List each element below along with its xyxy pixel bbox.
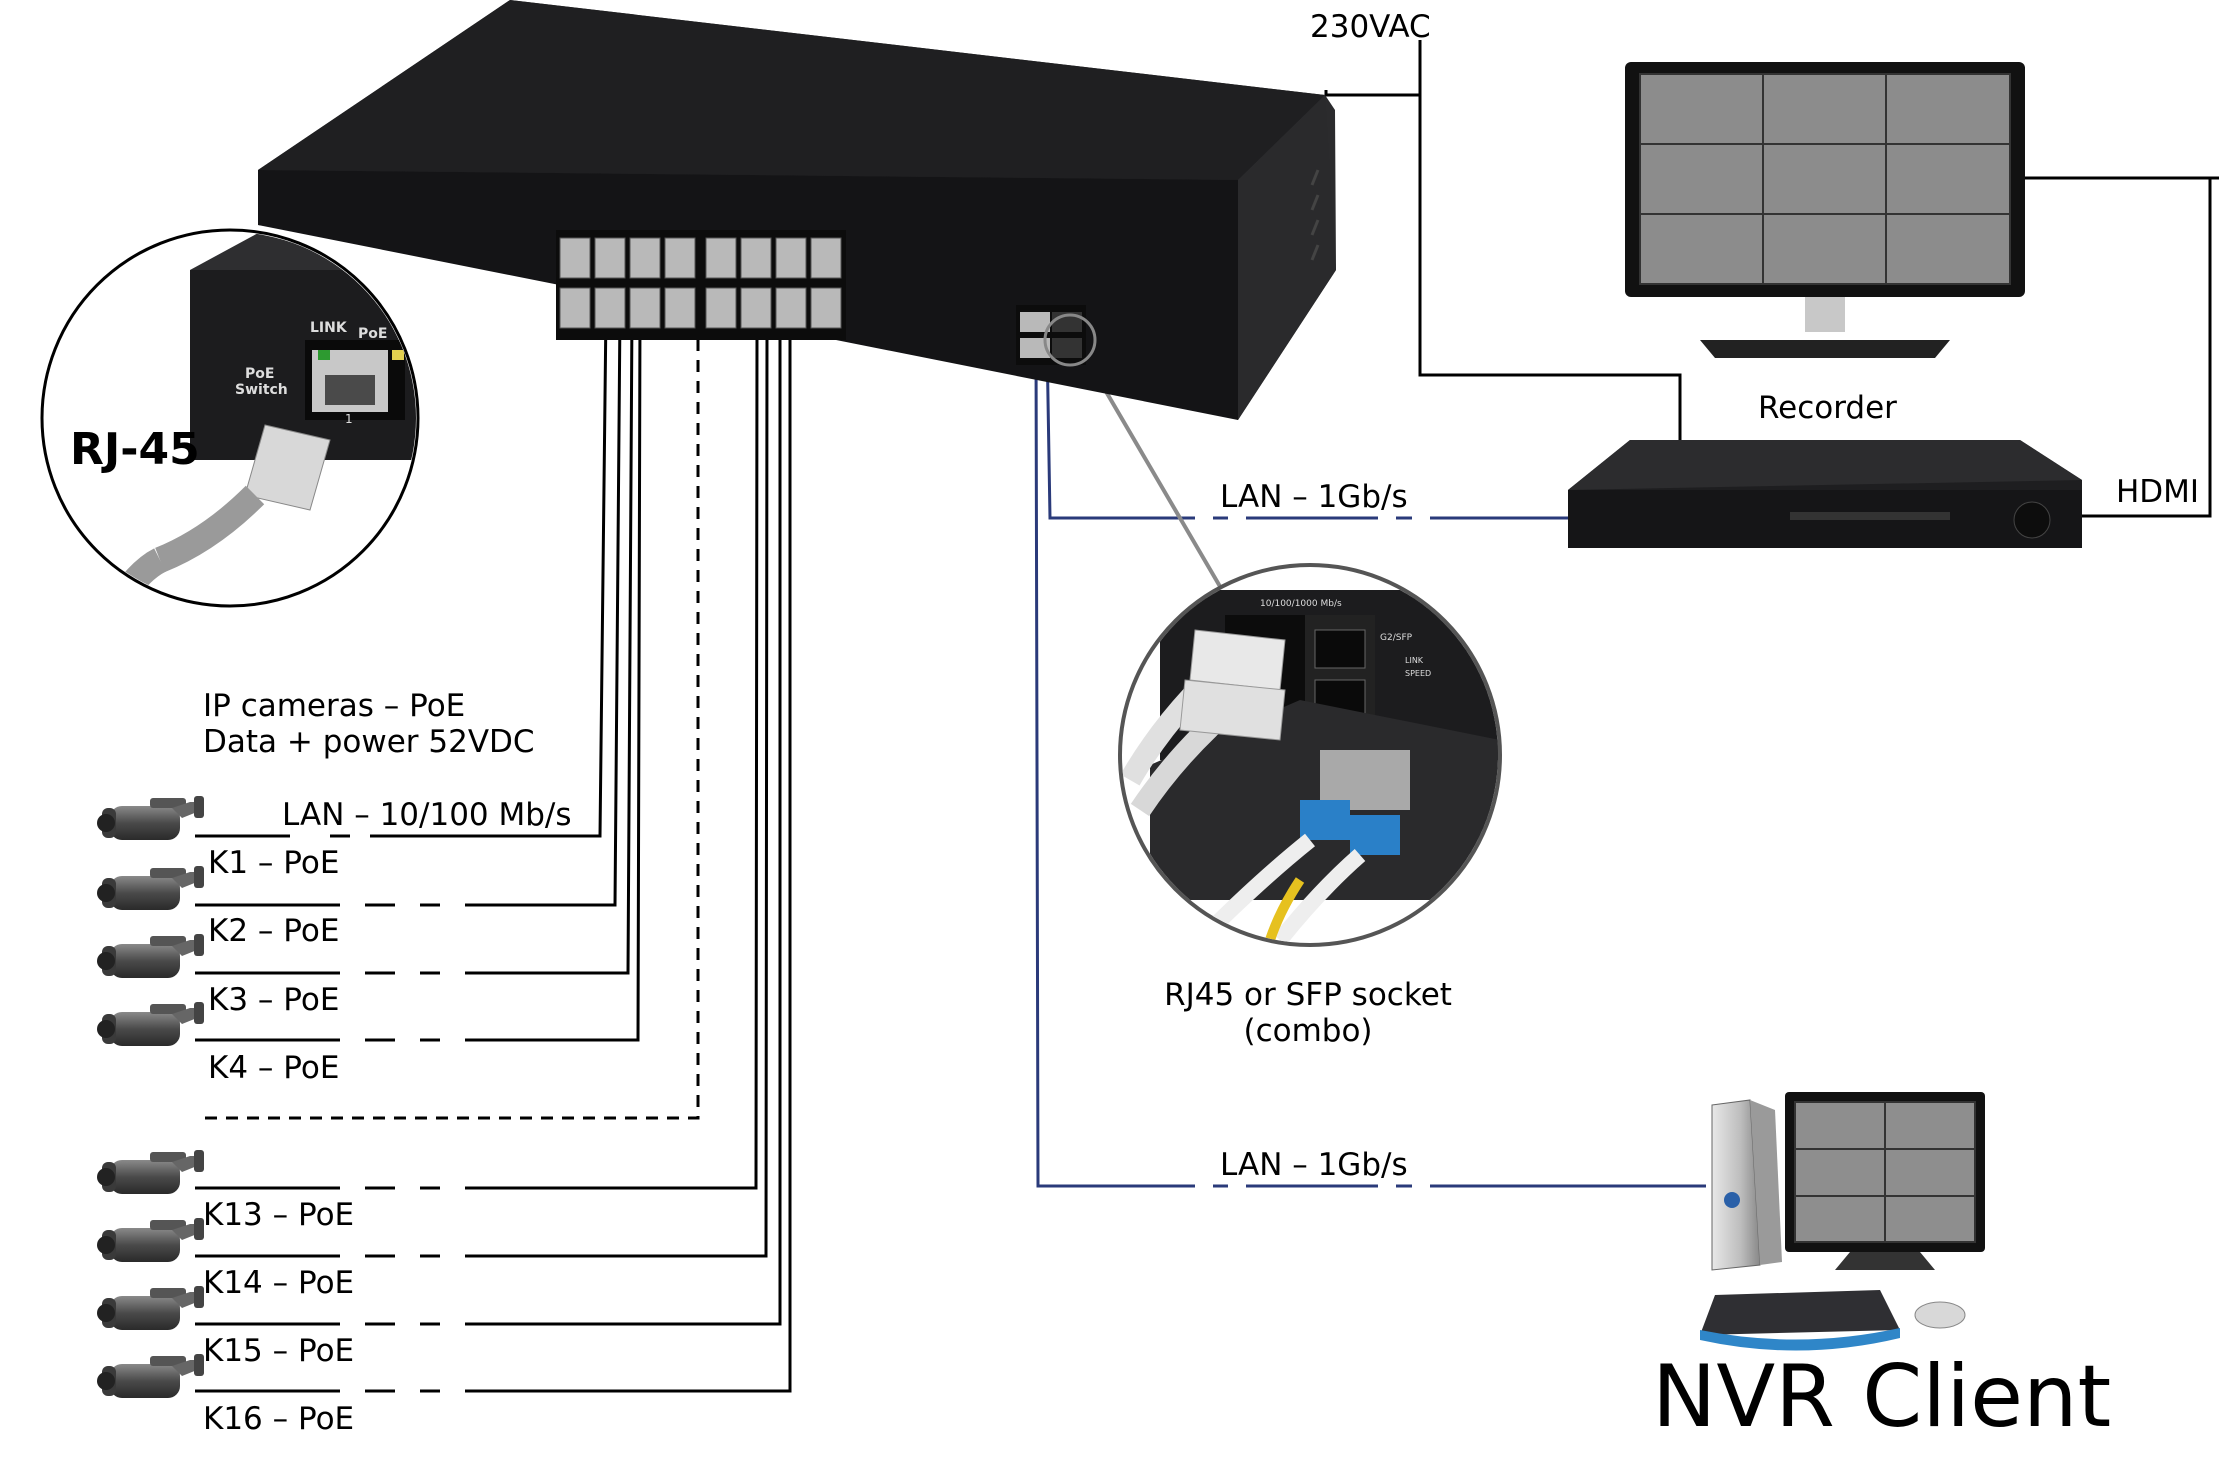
monitor — [1625, 62, 2025, 358]
nvr-client-label: NVR Client — [1652, 1347, 2112, 1447]
rj45-zoom — [40, 228, 420, 608]
cable-omitted — [205, 330, 700, 1120]
camera-label-k16: K16 – PoE — [203, 1401, 355, 1437]
switch-port — [629, 237, 661, 279]
combo-link-text: LINK — [1405, 656, 1424, 665]
switch-port — [559, 237, 591, 279]
camera-16 — [97, 1354, 204, 1398]
camera-label-k2: K2 – PoE — [208, 913, 340, 949]
switch-port — [705, 287, 737, 329]
switch-port — [594, 237, 626, 279]
poe-switch-text-2: Switch — [235, 382, 288, 398]
power-cable — [1324, 90, 1682, 440]
cameras-title-2: Data + power 52VDC — [203, 724, 535, 760]
recorder-device — [1568, 440, 2082, 548]
switch-port — [775, 287, 807, 329]
camera-label-k13: K13 – PoE — [203, 1197, 355, 1233]
port-number-text: 1 — [345, 412, 353, 426]
cameras-title-1: IP cameras – PoE — [203, 688, 466, 724]
camera-4 — [97, 1002, 204, 1046]
switch-port — [559, 287, 591, 329]
cable-k13 — [195, 329, 759, 1190]
cable-k15 — [195, 330, 782, 1326]
combo-g2sfp-text: G2/SFP — [1380, 633, 1413, 643]
combo-zoom — [1118, 563, 1502, 947]
nvr-client-pc — [1700, 1092, 1985, 1351]
switch-link-text: LINK — [310, 320, 348, 336]
switch-port — [810, 287, 842, 329]
power-label: 230VAC — [1310, 9, 1431, 45]
switch-port — [664, 237, 696, 279]
cable-k14 — [195, 329, 769, 1258]
combo-label-1: RJ45 or SFP socket — [1164, 977, 1452, 1013]
camera-13 — [97, 1150, 204, 1194]
lan-recorder-label: LAN – 1Gb/s — [1220, 479, 1408, 515]
camera-label-k3: K3 – PoE — [208, 982, 340, 1018]
switch-port — [810, 237, 842, 279]
switch-port — [705, 237, 737, 279]
recorder-label: Recorder — [1758, 390, 1897, 426]
cable-k2 — [195, 309, 622, 907]
lan-client-line — [1034, 339, 1706, 1188]
hdmi-cable-b — [2024, 176, 2212, 518]
combo-label-2: (combo) — [1243, 1013, 1373, 1049]
camera-label-k15: K15 – PoE — [203, 1333, 355, 1369]
camera-1 — [97, 796, 204, 840]
switch-port — [594, 287, 626, 329]
lan-client-label: LAN – 1Gb/s — [1220, 1147, 1408, 1183]
switch-port — [629, 287, 661, 329]
camera-14 — [97, 1218, 204, 1262]
switch-port — [775, 237, 807, 279]
hdmi-label: HDMI — [2116, 474, 2200, 510]
camera-15 — [97, 1286, 204, 1330]
switch-poe-text: PoE — [358, 326, 387, 342]
cable-k16 — [195, 330, 792, 1393]
switch-port — [740, 287, 772, 329]
camera-label-k1: K1 – PoE — [208, 845, 340, 881]
poe-switch — [258, 0, 1336, 420]
camera-label-k4: K4 – PoE — [208, 1050, 340, 1086]
switch-port — [740, 237, 772, 279]
cable-k3 — [195, 309, 634, 975]
poe-switch-text-1: PoE — [245, 366, 274, 382]
rj45-label: RJ-45 — [70, 424, 200, 475]
switch-port — [664, 287, 696, 329]
lan-cameras-label: LAN – 10/100 Mb/s — [282, 797, 572, 833]
camera-3 — [97, 934, 204, 978]
camera-label-k14: K14 – PoE — [203, 1265, 355, 1301]
combo-rate-text: 10/100/1000 Mb/s — [1260, 599, 1342, 609]
camera-2 — [97, 866, 204, 910]
combo-speed-text: SPEED — [1405, 669, 1431, 678]
